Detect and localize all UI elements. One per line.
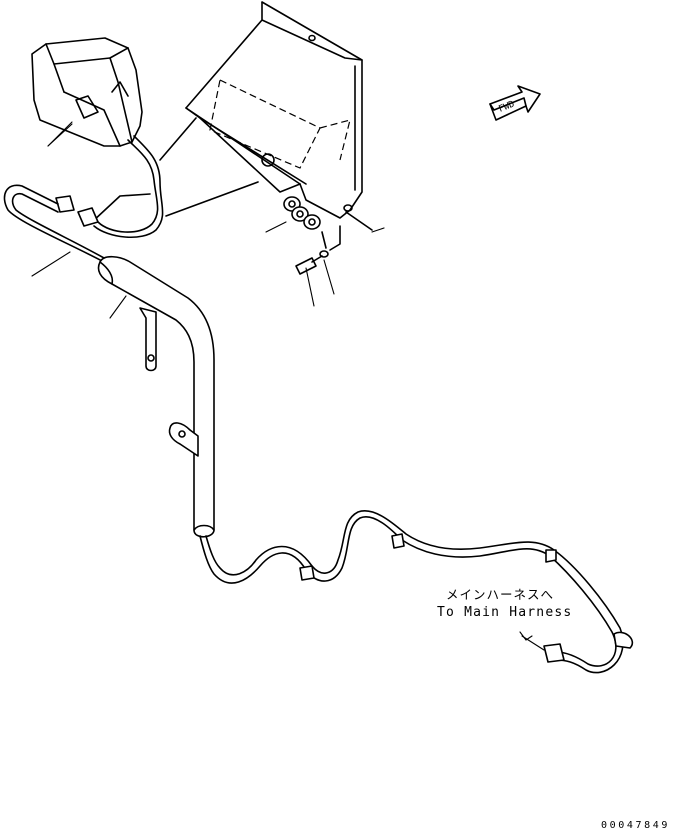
drawing-code: 00047849 [601, 820, 670, 831]
destination-label-english: To Main Harness [437, 605, 573, 620]
harness-loop [3, 184, 105, 263]
main-harness [199, 510, 634, 674]
fasteners [283, 196, 373, 275]
work-lamp [31, 37, 143, 147]
protective-tube [97, 255, 215, 538]
leader-lines [31, 123, 385, 319]
clip-brackets [139, 307, 199, 457]
lamp-cord [91, 117, 259, 239]
destination-label-japanese: メインハーネスへ [446, 587, 555, 602]
connector-pair [55, 195, 99, 227]
fwd-arrow-icon: FWD [489, 85, 541, 121]
mounting-bracket [185, 1, 363, 219]
